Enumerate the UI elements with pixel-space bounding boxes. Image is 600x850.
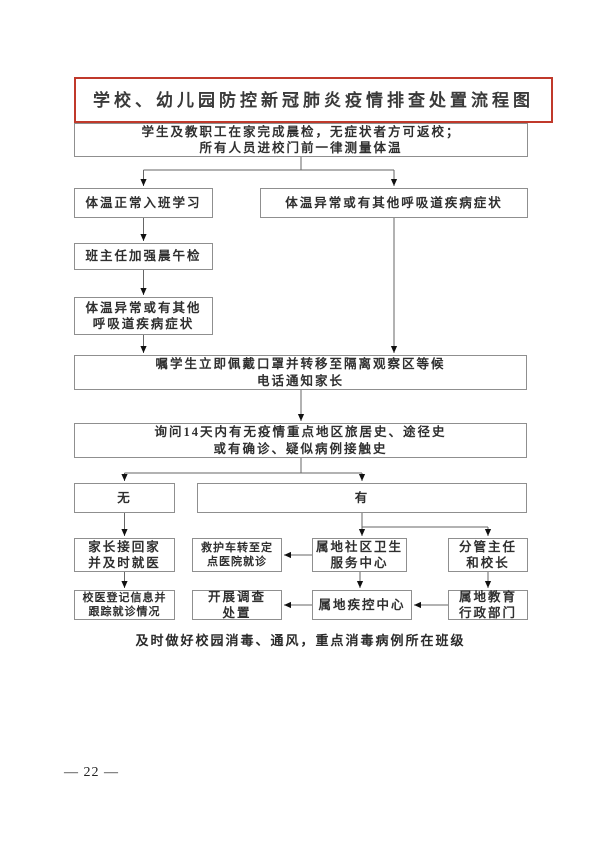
node-community-health-center: 属地社区卫生 服务中心: [312, 538, 407, 572]
node-text: 学生及教职工在家完成晨检，无症状者方可返校；: [141, 124, 461, 139]
node-text: 体温异常或有其他呼吸道疾病症状: [285, 195, 503, 210]
node-local-cdc: 属地疾控中心: [312, 590, 412, 620]
node-school-doctor-registration: 校医登记信息并 跟踪就诊情况: [74, 590, 175, 620]
node-text: 服务中心: [330, 556, 389, 570]
node-text: 无: [117, 490, 132, 505]
node-text: 点医院就诊: [207, 556, 267, 568]
flowchart-title-box: 学校、幼儿园防控新冠肺炎疫情排查处置流程图: [74, 77, 553, 123]
page-number: — 22 —: [64, 765, 119, 780]
node-no-history: 无: [74, 483, 175, 513]
node-text: 校医登记信息并: [82, 591, 167, 604]
node-text: 体温正常入班学习: [85, 195, 202, 210]
node-mask-and-isolation-area: 嘱学生立即佩戴口罩并转移至隔离观察区等候 电话通知家长: [74, 355, 527, 390]
node-text: 分管主任: [458, 539, 517, 554]
node-text: 属地疾控中心: [318, 597, 406, 612]
node-text: 属地社区卫生: [315, 539, 403, 554]
node-text: 并及时就医: [88, 556, 161, 570]
node-education-department: 属地教育 行政部门: [448, 590, 528, 620]
node-text: 班主任加强晨午检: [85, 249, 202, 264]
node-text: 跟踪就诊情况: [88, 606, 161, 618]
node-text: 开展调查: [207, 589, 266, 604]
node-text: 电话通知家长: [256, 373, 344, 388]
node-text: 和校长: [466, 556, 510, 570]
node-text: 所有人员进校门前一律测量体温: [199, 141, 403, 155]
node-director-and-principal: 分管主任 和校长: [448, 538, 528, 572]
node-ask-travel-contact-history: 询问14天内有无疫情重点地区旅居史、途径史 或有确诊、疑似病例接触史: [74, 423, 527, 458]
node-text: 或有确诊、疑似病例接触史: [213, 441, 388, 456]
node-text: 救护车转至定: [201, 541, 273, 554]
node-text: 属地教育: [458, 589, 517, 604]
node-text: 行政部门: [458, 606, 517, 620]
node-teacher-morning-noon-check: 班主任加强晨午检: [74, 243, 213, 270]
node-entry-morning-check: 学生及教职工在家完成晨检，无症状者方可返校； 所有人员进校门前一律测量体温: [74, 123, 528, 157]
node-text: 嘱学生立即佩戴口罩并转移至隔离观察区等候: [155, 357, 446, 372]
node-ambulance-to-hospital: 救护车转至定 点医院就诊: [192, 538, 282, 572]
node-text: 家长接回家: [88, 539, 161, 554]
node-text: 处置: [222, 606, 252, 620]
node-text: 有: [354, 490, 370, 505]
node-normal-temperature: 体温正常入班学习: [74, 188, 213, 218]
node-text: 询问14天内有无疫情重点地区旅居史、途径史: [154, 425, 447, 440]
node-text: 呼吸道疾病症状: [92, 317, 195, 331]
node-investigation-handling: 开展调查 处置: [192, 590, 282, 620]
flowchart-title: 学校、幼儿园防控新冠肺炎疫情排查处置流程图: [93, 91, 534, 110]
node-text: 体温异常或有其他: [85, 300, 202, 315]
disinfection-note: 及时做好校园消毒、通风，重点消毒病例所在班级: [135, 633, 466, 648]
node-parents-pickup-and-treatment: 家长接回家 并及时就医: [74, 538, 175, 572]
node-has-history: 有: [197, 483, 527, 513]
node-abnormal-temperature-in-class: 体温异常或有其他 呼吸道疾病症状: [74, 297, 213, 335]
node-abnormal-temperature-at-gate: 体温异常或有其他呼吸道疾病症状: [260, 188, 528, 218]
